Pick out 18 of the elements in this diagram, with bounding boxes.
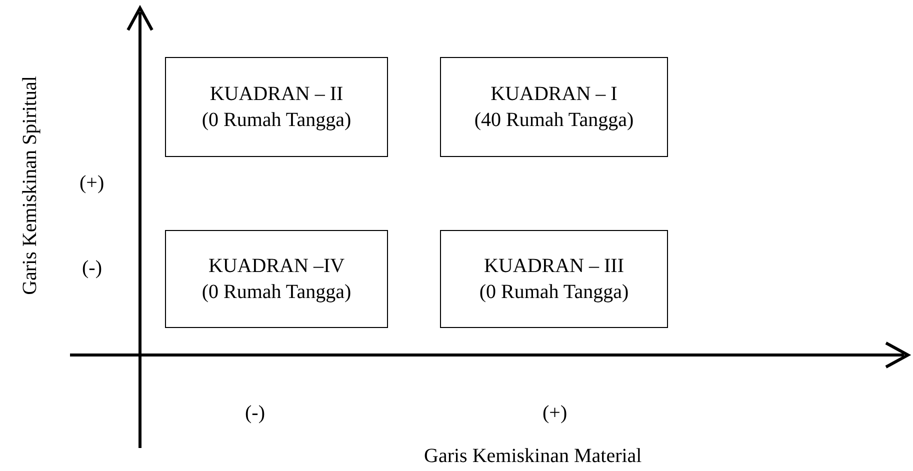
sign-label: (+) [80,172,104,194]
sign-label: (+) [542,402,568,424]
quadrant-title: KUADRAN – II [210,82,344,107]
sign-label: (-) [245,402,265,424]
quadrant-title: KUADRAN – I [490,82,618,107]
quadrant-box [165,57,388,157]
quadrant-box [440,230,668,328]
sign-label: (-) [82,256,102,280]
quadrant-title: KUADRAN – III [484,254,624,279]
quadrant-box [165,230,388,328]
quadrant-box [440,57,668,157]
household-count: (0 Rumah Tangga) [202,108,352,133]
vertical-axis-title: Garis Kemiskinan Spiritual [18,76,42,294]
household-count: (0 Rumah Tangga) [202,280,352,305]
quadrant-title: KUADRAN –IV [208,254,345,279]
horizontal-axis-title: Garis Kemiskinan Material [424,444,642,468]
household-count: (0 Rumah Tangga) [479,280,629,305]
household-count: (40 Rumah Tangga) [474,108,634,133]
